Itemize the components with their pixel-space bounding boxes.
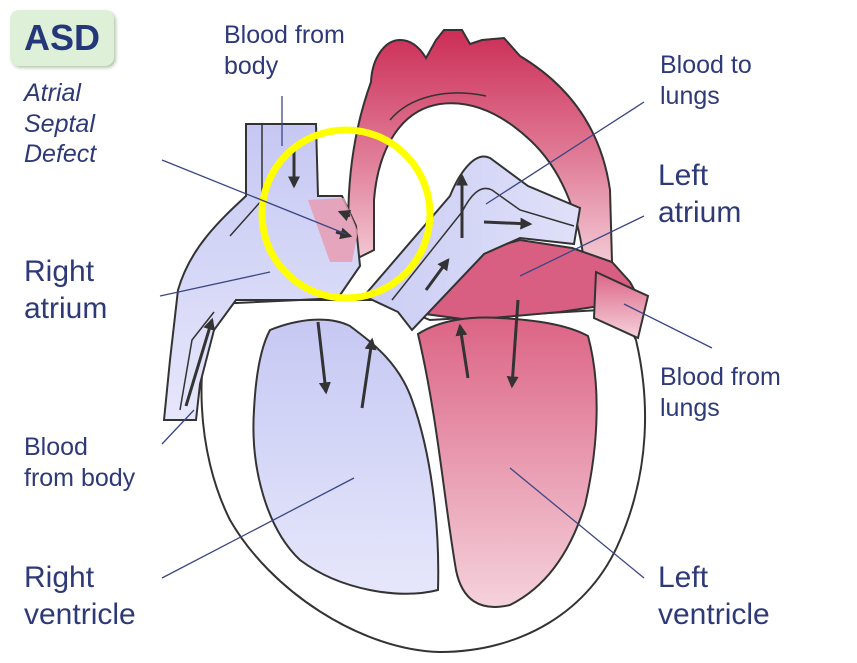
leader-line-right-ventricle (161, 477, 355, 579)
leader-line-blood-from-body-bottom (161, 409, 195, 445)
asd-badge: ASD (10, 10, 114, 66)
label-line: ventricle (24, 597, 136, 631)
subtitle-line: Septal (24, 109, 95, 138)
aorta (347, 29, 614, 264)
aorta-inner-wall (389, 92, 487, 121)
label-line: atrium (658, 195, 742, 229)
flow-arrows (184, 146, 533, 409)
subtitle: Atrial Septal Defect (24, 78, 96, 170)
label-line: Left (658, 159, 709, 192)
flow-arrow (335, 227, 353, 240)
pulmonary-artery (362, 155, 582, 332)
label-line: Blood to (660, 51, 752, 79)
flow-arrow (424, 258, 450, 291)
flow-arrow (360, 337, 377, 409)
subtitle-line: Atrial (24, 79, 81, 107)
flow-arrow (316, 321, 331, 395)
label-right-ventricle: Right ventricle (24, 560, 136, 633)
badge-text: ASD (23, 17, 100, 58)
label-line: lungs (660, 393, 720, 422)
leader-lines (159, 96, 713, 579)
defect-highlight-circle (258, 126, 434, 302)
label-blood-from-body-bottom: Blood from body (24, 432, 135, 493)
label-blood-to-lungs: Blood to lungs (660, 50, 752, 111)
flow-arrow (483, 217, 533, 230)
flow-arrow (337, 209, 352, 222)
leader-line-left-atrium (519, 215, 645, 277)
label-line: Right (24, 561, 95, 594)
label-blood-from-body-top: Blood from body (224, 20, 345, 81)
label-line: from body (24, 463, 136, 492)
leader-line-subtitle (161, 159, 347, 235)
left-ventricle (416, 316, 598, 608)
label-line: Right (24, 255, 95, 288)
label-right-atrium: Right atrium (24, 254, 107, 327)
label-line: Left (658, 561, 709, 594)
flow-arrow (506, 299, 520, 389)
label-line: lungs (660, 81, 720, 110)
label-line: Blood (24, 433, 88, 461)
right-ventricle (252, 318, 440, 595)
label-blood-from-lungs: Blood from lungs (660, 362, 781, 423)
label-line: Blood from (224, 21, 345, 49)
leader-line-blood-to-lungs (485, 101, 645, 205)
flow-arrow (455, 323, 470, 379)
leader-line-right-atrium (159, 271, 271, 297)
leader-line-left-ventricle (509, 467, 645, 579)
label-line: ventricle (658, 597, 770, 631)
label-left-ventricle: Left ventricle (658, 560, 770, 633)
label-line: atrium (24, 291, 108, 325)
label-line: body (224, 51, 279, 80)
pulmonary-vein (592, 270, 650, 340)
leader-line-blood-from-lungs (623, 303, 713, 349)
subtitle-line: Defect (24, 140, 97, 168)
label-line: Blood from (660, 363, 781, 391)
flow-arrow (184, 317, 215, 407)
label-left-atrium: Left atrium (658, 158, 741, 231)
right-atrium (162, 123, 362, 421)
